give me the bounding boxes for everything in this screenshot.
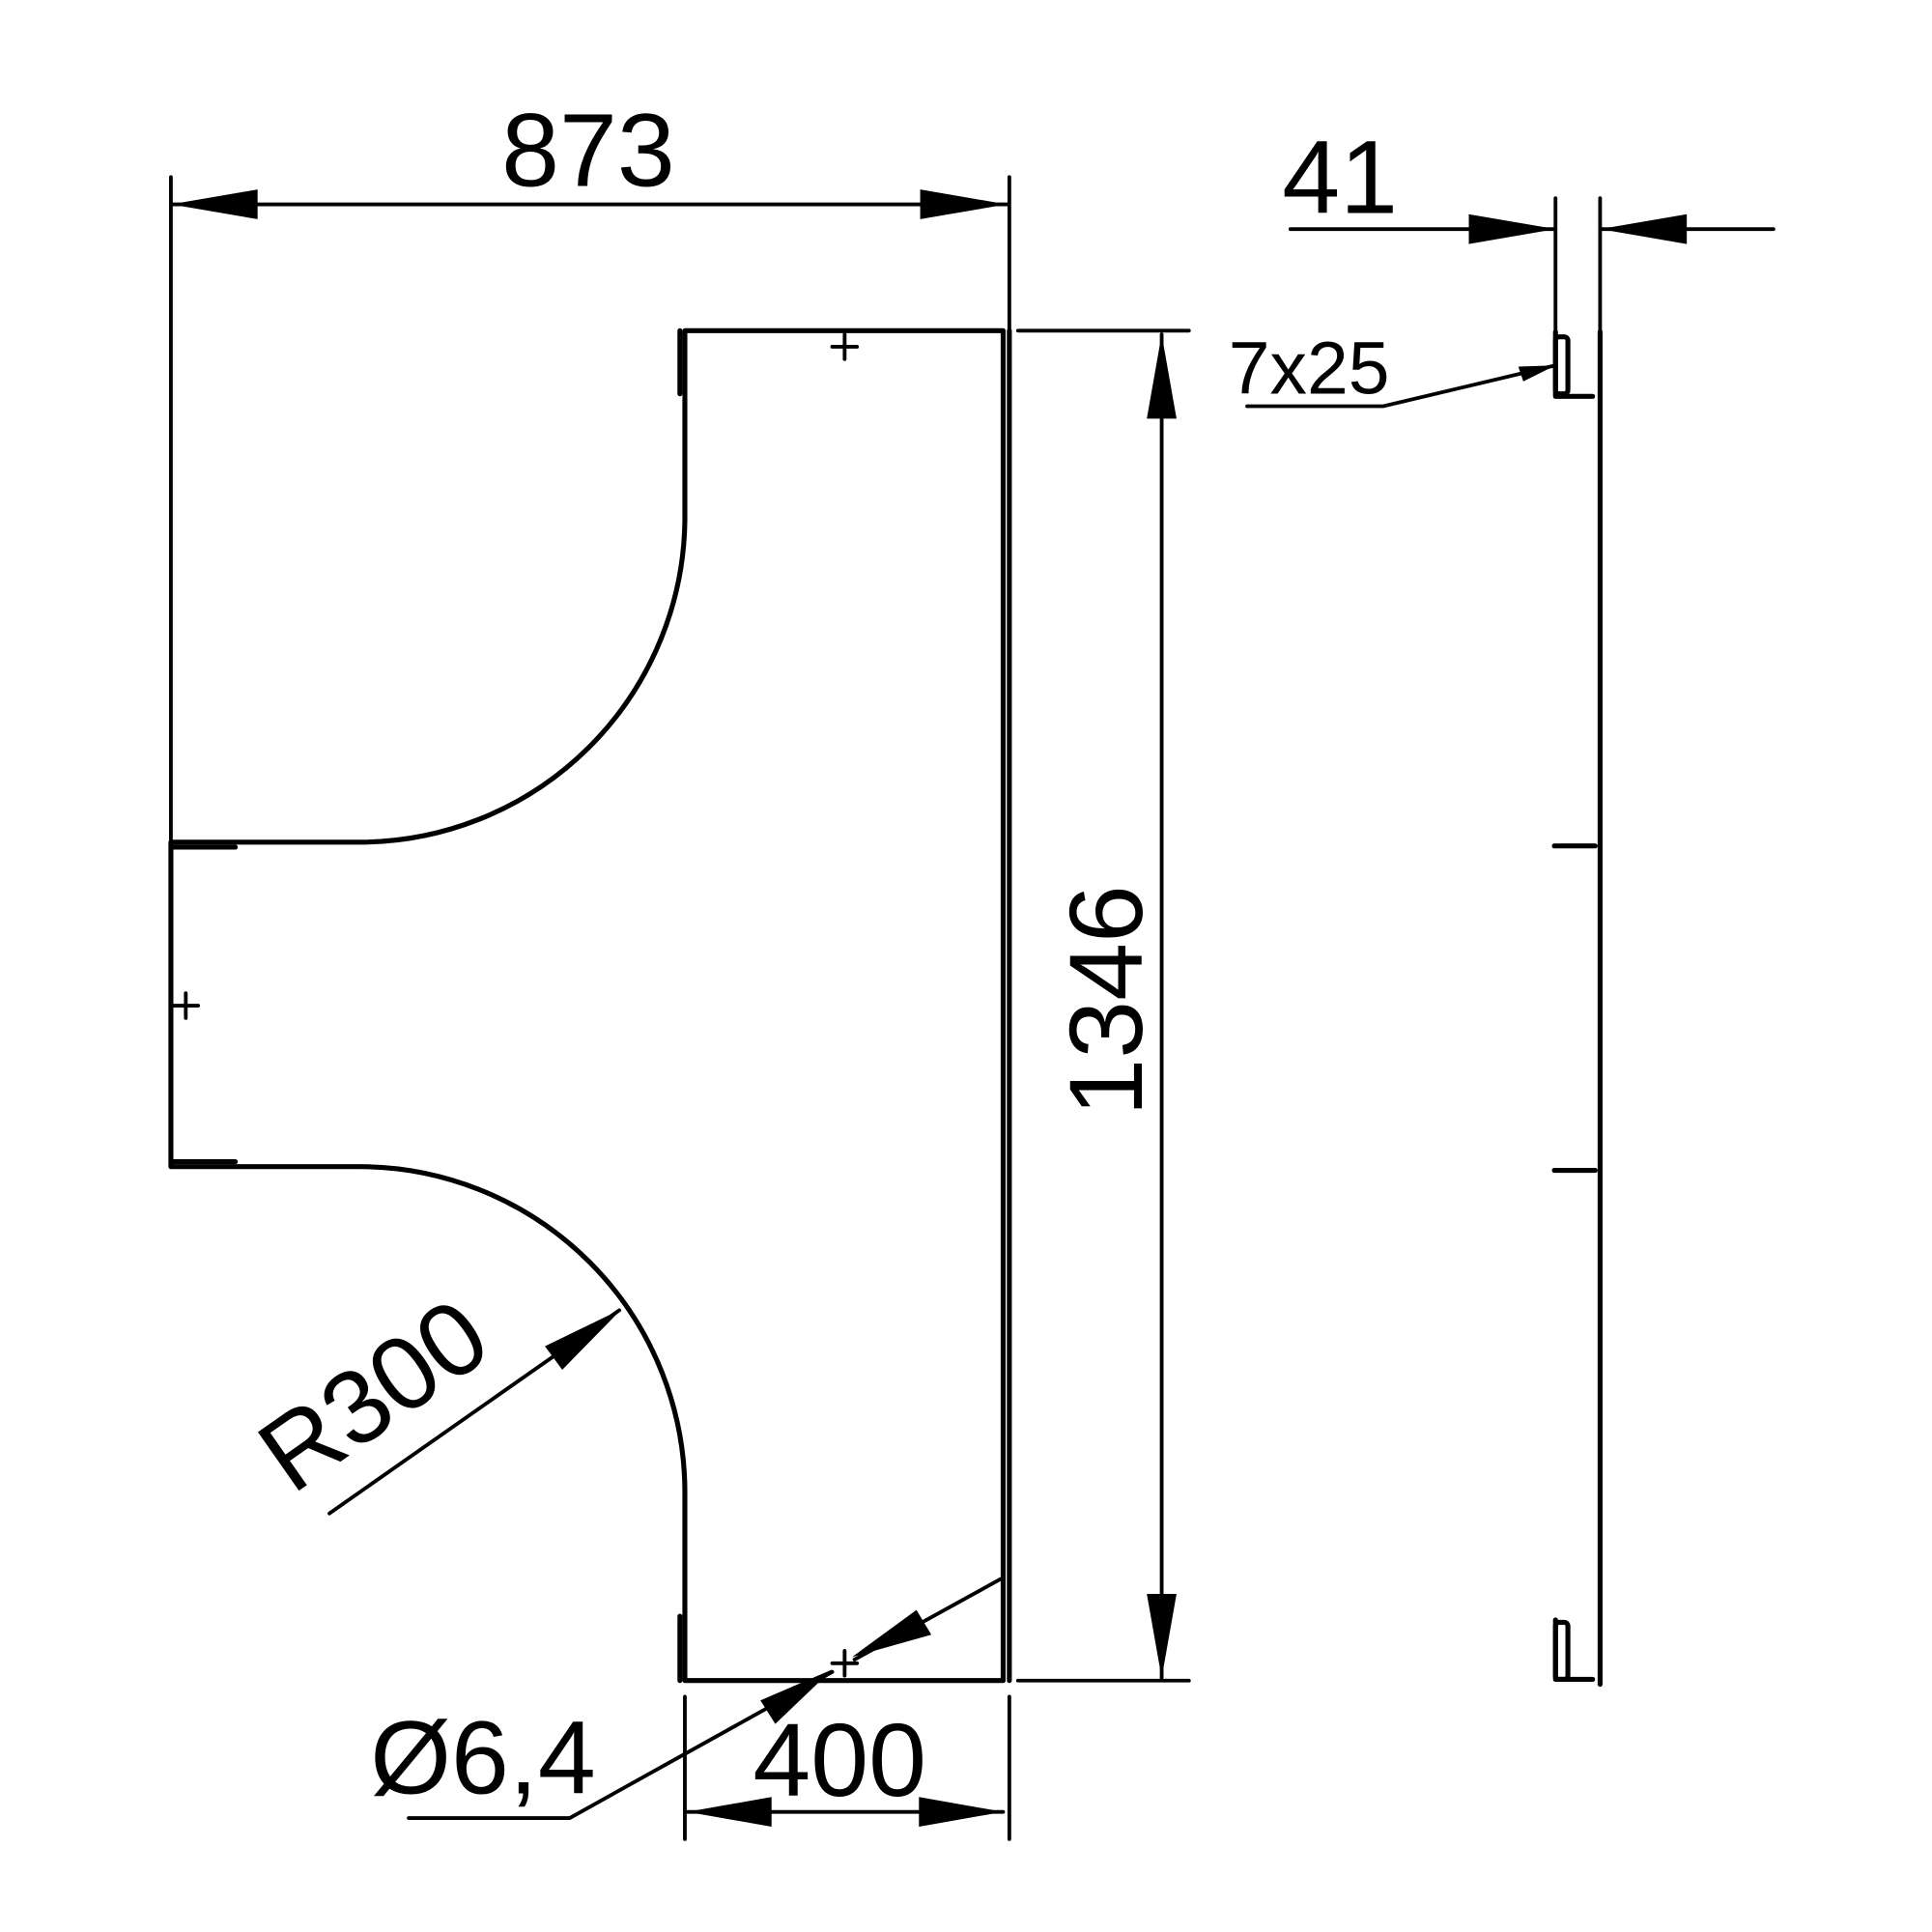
dimension-41: 41 [1282,120,1776,334]
dimension-radius: R300 [239,1276,622,1516]
dimension-label: Ø6,4 [370,1699,595,1815]
dimension-label: 400 [753,1702,926,1818]
dimension-label: 873 [501,92,675,208]
slot [1552,1619,1571,1683]
dimension-873: 873 [169,92,1011,844]
hole-marker [171,991,201,1020]
dimension-label: 41 [1282,120,1398,236]
dimension-slot: 7x25 [1229,327,1558,411]
dimension-label: R300 [239,1276,509,1514]
hole-marker [830,1649,860,1678]
dimension-label: 1346 [1048,885,1164,1117]
hole-marker [830,332,860,361]
dimension-label: 7x25 [1229,327,1390,411]
dimension-1346: 1346 [1015,328,1191,1683]
dimension-hole-diameter: Ø6,4 [370,1577,1003,1820]
plan-view-outline [168,327,1012,1684]
side-view-outline [1551,329,1603,1688]
dimension-400: 400 [683,1694,1011,1841]
